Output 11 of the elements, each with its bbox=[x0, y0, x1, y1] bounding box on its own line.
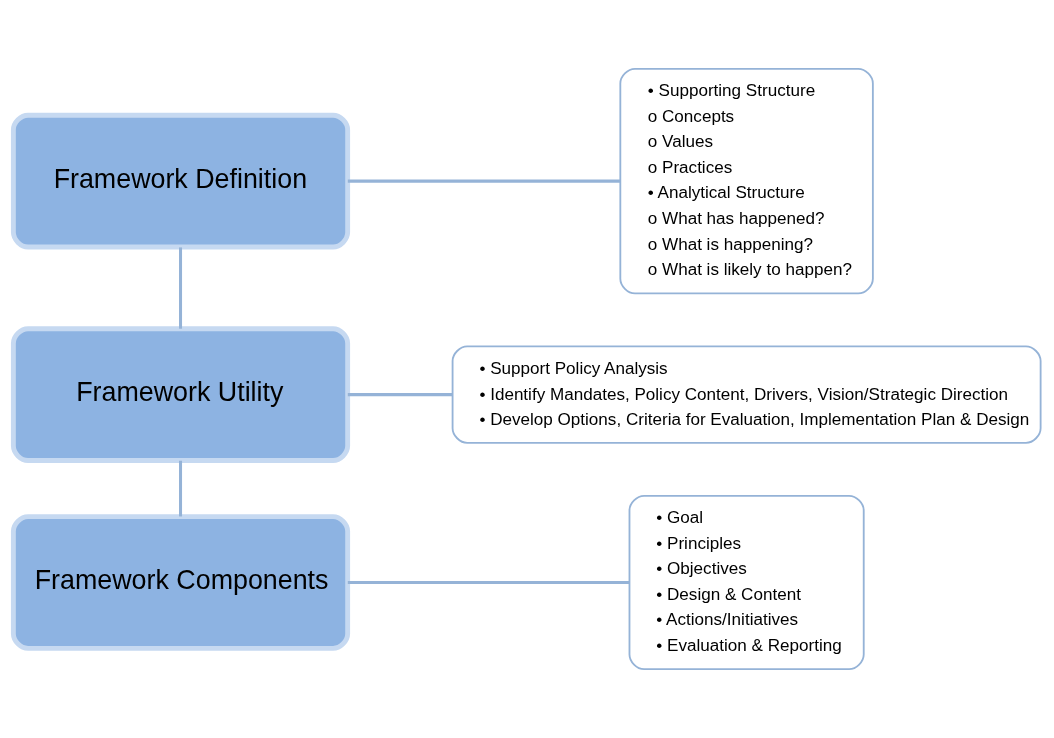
node-box: Framework Utility bbox=[10, 326, 351, 463]
connector bbox=[179, 247, 183, 329]
node-box: • Goal • Principles • Objectives • Design & Content • Actions/Initiatives • Evaluation & Reporting bbox=[628, 494, 865, 671]
node-box: • Supporting Structure o Concepts o Values o Practices • Analytical Structure o What has happened? o What is happening? o What is likely to happen? bbox=[619, 67, 874, 295]
node-box: Framework Components bbox=[10, 514, 351, 651]
connector bbox=[347, 580, 630, 585]
node-box: • Support Policy Analysis • Identify Mandates, Policy Content, Drivers, Vision/Strategic Direction • Develop Options, Criteria for Evaluation, Implementation Plan & Design bbox=[451, 345, 1042, 444]
node-box: Framework Definition bbox=[10, 112, 351, 250]
connector bbox=[179, 460, 183, 517]
connector bbox=[347, 393, 453, 397]
connector bbox=[347, 179, 621, 183]
